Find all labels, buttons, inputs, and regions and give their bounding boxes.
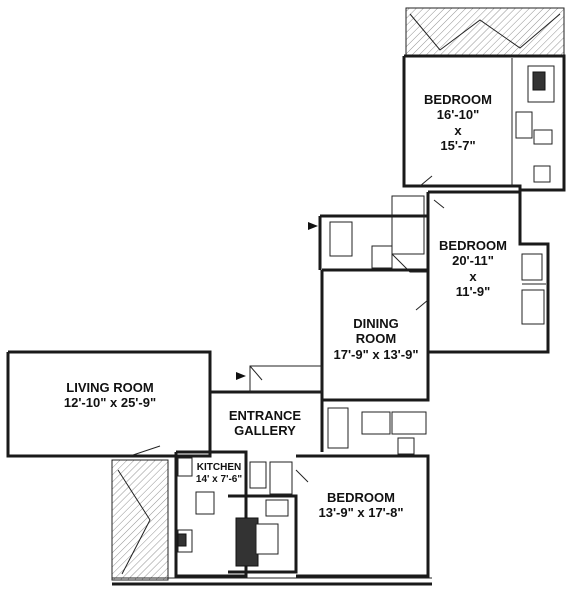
hall-closets xyxy=(318,195,428,273)
room-name-2: ROOM xyxy=(355,331,397,347)
room-dim-sep: x xyxy=(469,268,477,284)
terrace-edge xyxy=(112,577,432,586)
room-name: LIVING ROOM xyxy=(66,380,154,395)
room-name: BEDROOM xyxy=(424,92,492,107)
balcony-bottom xyxy=(111,459,169,581)
kitchen-walls xyxy=(174,450,248,578)
room-dim-1: 16'-10" xyxy=(436,107,480,123)
room-name: KITCHEN xyxy=(196,462,242,473)
entry-arrow-icon xyxy=(236,222,318,380)
room-name: BEDROOM xyxy=(439,238,507,253)
room-name-1: ENTRANCE xyxy=(228,408,302,423)
room-dining: DINING ROOM 17'-9" x 13'-9" xyxy=(326,316,426,362)
room-bedroom-bottom: BEDROOM 13'-9" x 17'-8" xyxy=(306,490,416,521)
room-kitchen: KITCHEN 14' x 7'-6" xyxy=(186,462,252,486)
room-living: LIVING ROOM 12'-10" x 25'-9" xyxy=(40,380,180,411)
living-room-walls xyxy=(6,350,212,458)
room-dim-1: 20'-11" xyxy=(452,253,494,269)
bath-lower xyxy=(228,461,298,574)
room-name-1: DINING xyxy=(353,316,399,331)
room-dims: 17'-9" x 13'-9" xyxy=(333,346,419,362)
room-bedroom-top: BEDROOM 16'-10" x 15'-7" xyxy=(415,92,501,153)
room-dim-2: 15'-7" xyxy=(440,137,476,153)
room-dim-sep: x xyxy=(454,122,462,138)
room-dims: 12'-10" x 25'-9" xyxy=(63,395,157,411)
room-entrance-gallery: ENTRANCE GALLERY xyxy=(220,408,310,439)
room-dim-2: 11'-9" xyxy=(455,283,491,299)
room-name-2: GALLERY xyxy=(234,423,296,439)
bedroom-bottom-walls xyxy=(295,454,430,578)
balcony-top xyxy=(405,7,565,57)
dining-room-walls xyxy=(320,268,430,402)
room-name: BEDROOM xyxy=(327,490,395,505)
room-bedroom-mid: BEDROOM 20'-11" x 11'-9" xyxy=(430,238,516,299)
bedroom-top-walls xyxy=(402,54,566,192)
room-dims: 13'-9" x 17'-8" xyxy=(318,505,404,521)
room-dims: 14' x 7'-6" xyxy=(195,473,243,485)
